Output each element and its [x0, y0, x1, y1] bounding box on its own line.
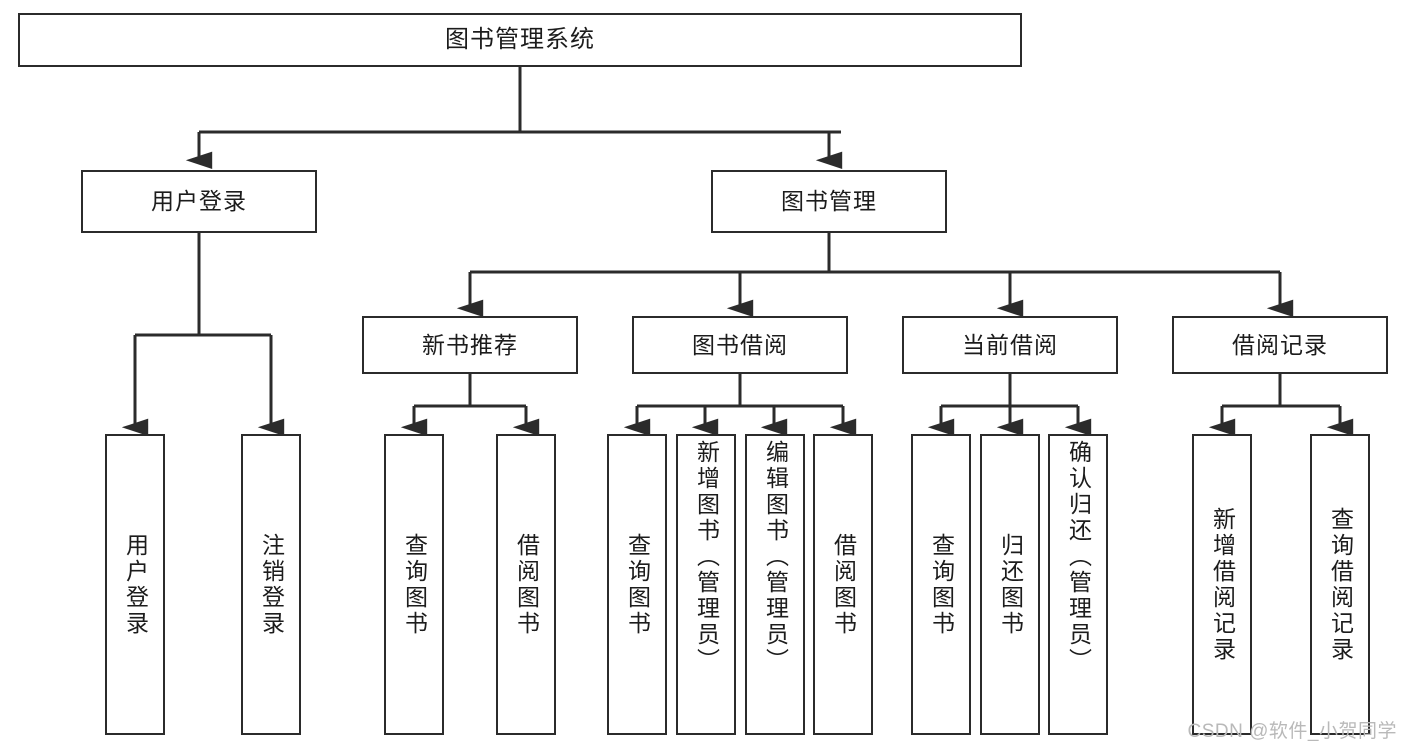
node-label: 确认归还（管理员）: [1065, 440, 1092, 674]
leaf-text-wrap: 查询借阅记录: [1312, 436, 1368, 733]
node-label: 用户登录: [122, 532, 149, 637]
node-book-borrow[interactable]: 图书借阅: [632, 316, 848, 374]
node-label: 归还图书: [997, 532, 1024, 637]
node-label: 用户登录: [151, 188, 247, 215]
leaf-text-wrap: 编辑图书（管理员）: [747, 436, 803, 733]
leaf-add-borrow-record[interactable]: 新增借阅记录: [1192, 434, 1252, 735]
node-root-book-management-system[interactable]: 图书管理系统: [18, 13, 1022, 67]
leaf-text-wrap: 用户登录: [107, 436, 163, 733]
node-label: 当前借阅: [962, 331, 1058, 358]
node-label: 图书管理: [781, 188, 877, 215]
leaf-text-wrap: 注销登录: [243, 436, 299, 733]
leaf-confirm-return-admin[interactable]: 确认归还（管理员）: [1048, 434, 1108, 735]
node-book-management[interactable]: 图书管理: [711, 170, 947, 233]
leaf-text-wrap: 查询图书: [913, 436, 969, 733]
node-current-borrow[interactable]: 当前借阅: [902, 316, 1118, 374]
leaf-text-wrap: 确认归还（管理员）: [1050, 436, 1106, 733]
leaf-query-borrow-record[interactable]: 查询借阅记录: [1310, 434, 1370, 735]
leaf-add-book-admin[interactable]: 新增图书（管理员）: [676, 434, 736, 735]
leaf-text-wrap: 借阅图书: [815, 436, 871, 733]
leaf-query-book-borrow[interactable]: 查询图书: [607, 434, 667, 735]
node-label: 借阅记录: [1232, 331, 1328, 358]
node-label: 查询图书: [401, 532, 428, 637]
node-label: 查询图书: [928, 532, 955, 637]
watermark: CSDN @软件_小贺同学: [1187, 721, 1397, 742]
node-label: 借阅图书: [830, 532, 857, 637]
leaf-text-wrap: 新增图书（管理员）: [678, 436, 734, 733]
node-user-login[interactable]: 用户登录: [81, 170, 317, 233]
leaf-text-wrap: 归还图书: [982, 436, 1038, 733]
node-label: 借阅图书: [513, 532, 540, 637]
leaf-borrow-book-recommend[interactable]: 借阅图书: [496, 434, 556, 735]
leaf-query-book-current[interactable]: 查询图书: [911, 434, 971, 735]
leaf-borrow-book[interactable]: 借阅图书: [813, 434, 873, 735]
leaf-user-login[interactable]: 用户登录: [105, 434, 165, 735]
node-new-book-recommend[interactable]: 新书推荐: [362, 316, 578, 374]
node-label: 新增借阅记录: [1209, 506, 1236, 663]
node-label: 图书借阅: [692, 331, 788, 358]
leaf-edit-book-admin[interactable]: 编辑图书（管理员）: [745, 434, 805, 735]
node-label: 查询借阅记录: [1327, 506, 1354, 663]
leaf-logout-login[interactable]: 注销登录: [241, 434, 301, 735]
leaf-text-wrap: 查询图书: [386, 436, 442, 733]
leaf-text-wrap: 查询图书: [609, 436, 665, 733]
node-label: 图书管理系统: [445, 26, 595, 54]
leaf-return-book[interactable]: 归还图书: [980, 434, 1040, 735]
node-borrow-record[interactable]: 借阅记录: [1172, 316, 1388, 374]
leaf-query-book-recommend[interactable]: 查询图书: [384, 434, 444, 735]
node-label: 注销登录: [258, 532, 285, 637]
leaf-text-wrap: 新增借阅记录: [1194, 436, 1250, 733]
node-label: 编辑图书（管理员）: [762, 440, 789, 674]
node-label: 新增图书（管理员）: [693, 440, 720, 674]
leaf-text-wrap: 借阅图书: [498, 436, 554, 733]
node-label: 新书推荐: [422, 331, 518, 358]
node-label: 查询图书: [624, 532, 651, 637]
